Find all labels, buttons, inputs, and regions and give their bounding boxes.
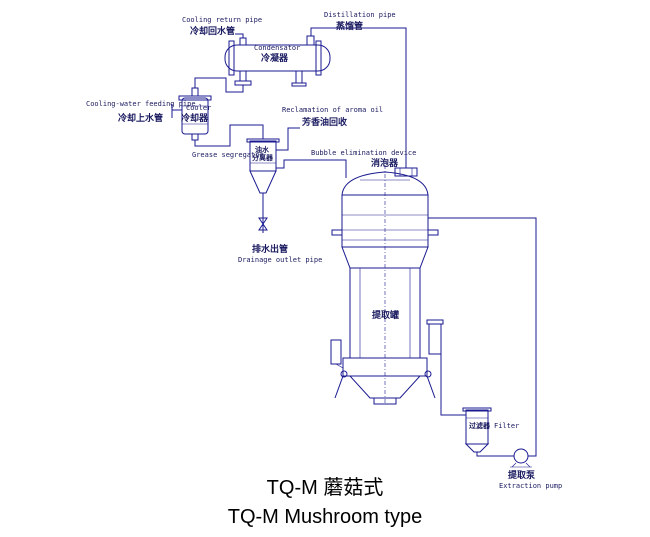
grease-segregator-unit (246, 138, 280, 233)
label-grease-cn-2: 分离器 (252, 153, 274, 162)
label-grease-en: Grease segregator (192, 151, 264, 159)
label-distillation-cn: 蒸馏管 (336, 20, 363, 32)
label-pump-cn: 提取泵 (508, 469, 536, 481)
label-cooling-feed-en: Cooling-water feeding pipe (86, 100, 196, 108)
label-aroma-en: Reclamation of aroma oil (282, 106, 383, 114)
extraction-tank (330, 165, 444, 405)
cooler-unit (178, 87, 212, 141)
filter-unit (462, 407, 492, 453)
label-drain-en: Drainage outlet pipe (238, 256, 322, 264)
label-cooling-return-cn: 冷却回水管 (190, 25, 235, 37)
label-cooling-return-en: Cooling return pipe (182, 16, 262, 24)
caption-line-2: TQ-M Mushroom type (228, 506, 422, 528)
label-pump-en: Extraction pump (499, 482, 562, 490)
caption-line-1: TQ-M 蘑菇式 (267, 476, 384, 499)
label-tank-cn: 提取罐 (372, 309, 399, 321)
label-bubble-en: Bubble elimination device (311, 149, 416, 157)
label-distillation-en: Distillation pipe (324, 11, 396, 19)
label-condensator-cn: 冷凝器 (261, 52, 289, 64)
label-condensator-en: Condensator (254, 44, 300, 52)
label-drain-cn: 排水出管 (252, 243, 288, 255)
label-filter-en: Filter (494, 422, 519, 430)
label-grease-cn-1: 油水 (255, 145, 270, 154)
label-cooling-feed-cn: 冷却上水管 (118, 112, 163, 124)
extraction-pump (510, 448, 532, 468)
label-cooler-en: Cooler (186, 104, 211, 112)
label-cooler-cn: 冷却器 (181, 112, 209, 124)
label-aroma-cn: 芳香油回收 (302, 116, 347, 128)
bubble-eliminator (394, 140, 418, 177)
piping (171, 27, 537, 457)
label-filter-cn: 过滤器 (469, 421, 491, 430)
label-bubble-cn: 消泡器 (371, 157, 399, 169)
